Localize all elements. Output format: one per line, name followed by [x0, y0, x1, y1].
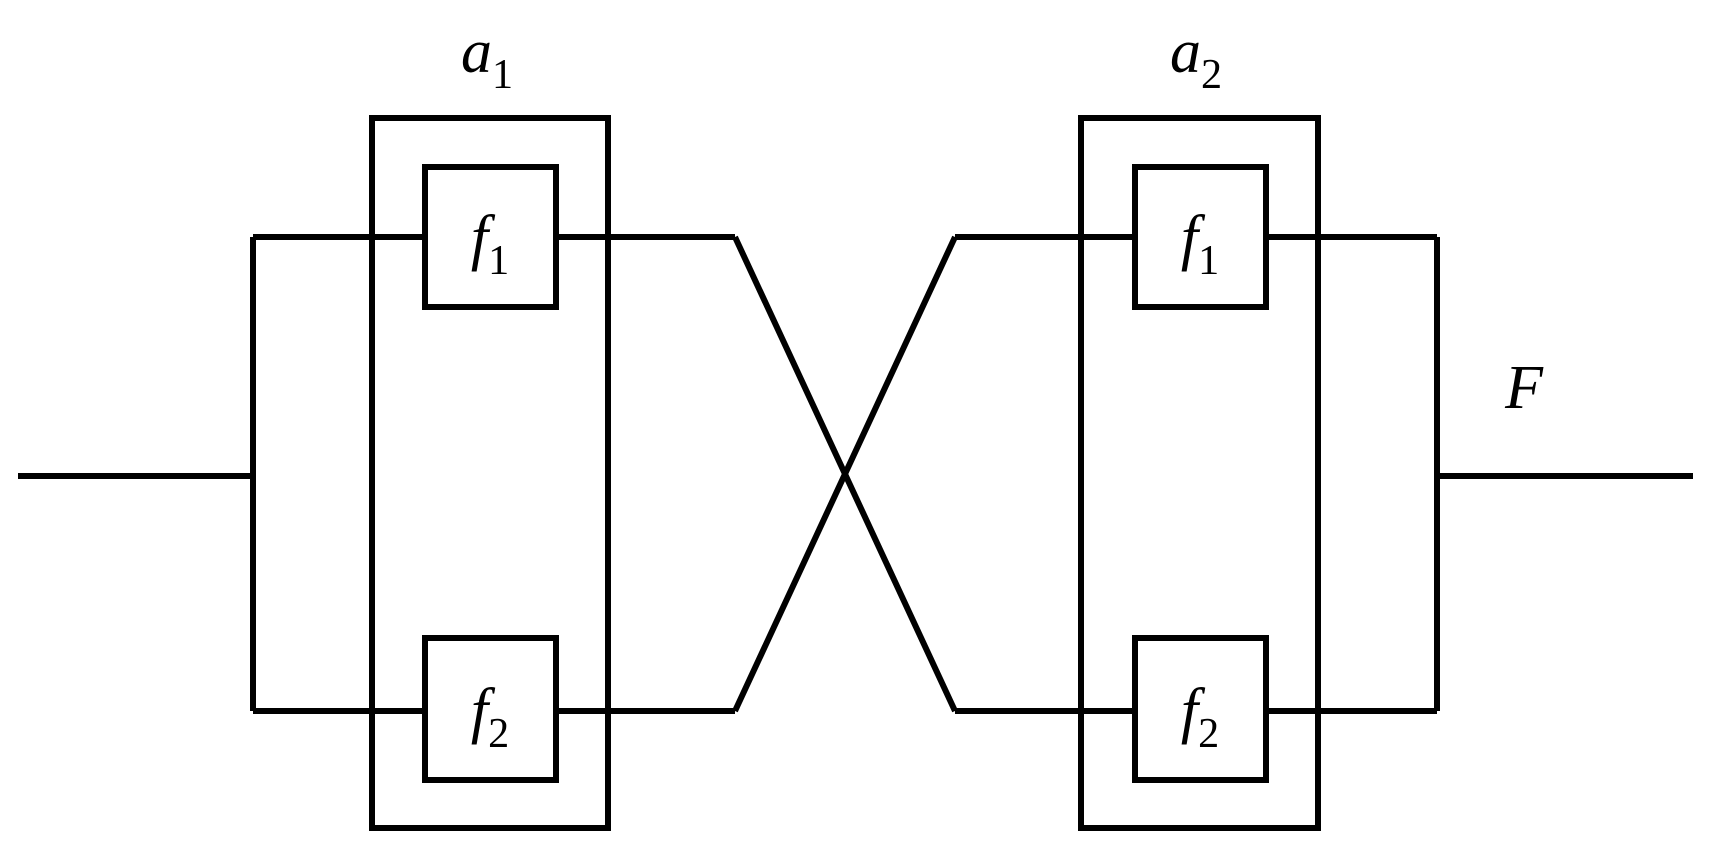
gate-label-a2-f1-subscript: 1 [1198, 237, 1219, 284]
crossover-bottom-to-top [732, 235, 958, 713]
gate-label-a1-f2: f2 [471, 677, 509, 757]
group-label-a2-base: a [1170, 18, 1201, 86]
gate-box-a2-f1[interactable] [1132, 164, 1269, 310]
gate-box-a1-f2[interactable] [422, 635, 559, 783]
group-label-a2: a2 [1170, 18, 1222, 98]
group-label-a1-subscript: 1 [492, 51, 513, 98]
gate-label-a2-f2-subscript: 2 [1198, 710, 1219, 757]
gate-label-a2-f2: f2 [1181, 677, 1219, 757]
label-layer: a1 a2 f1 f2 f1 f2 F [461, 18, 1544, 757]
group-label-a2-subscript: 2 [1201, 51, 1222, 98]
gate-label-a1-f1: f1 [471, 204, 509, 284]
gate-label-a2-f1: f1 [1181, 204, 1219, 284]
gate-box-a2-f2[interactable] [1132, 635, 1269, 783]
group-box-a2[interactable] [1078, 115, 1321, 831]
group-label-a1-base: a [461, 18, 492, 86]
gate-box-layer [422, 164, 1269, 783]
output-label-F: F [1504, 354, 1544, 422]
group-box-layer [369, 115, 1321, 831]
wire-layer [18, 234, 1693, 714]
gate-box-a1-f1[interactable] [422, 164, 559, 310]
gate-label-a1-f1-subscript: 1 [488, 237, 509, 284]
group-box-a1[interactable] [369, 115, 611, 831]
group-label-a1: a1 [461, 18, 513, 98]
gate-label-a1-f2-subscript: 2 [488, 710, 509, 757]
